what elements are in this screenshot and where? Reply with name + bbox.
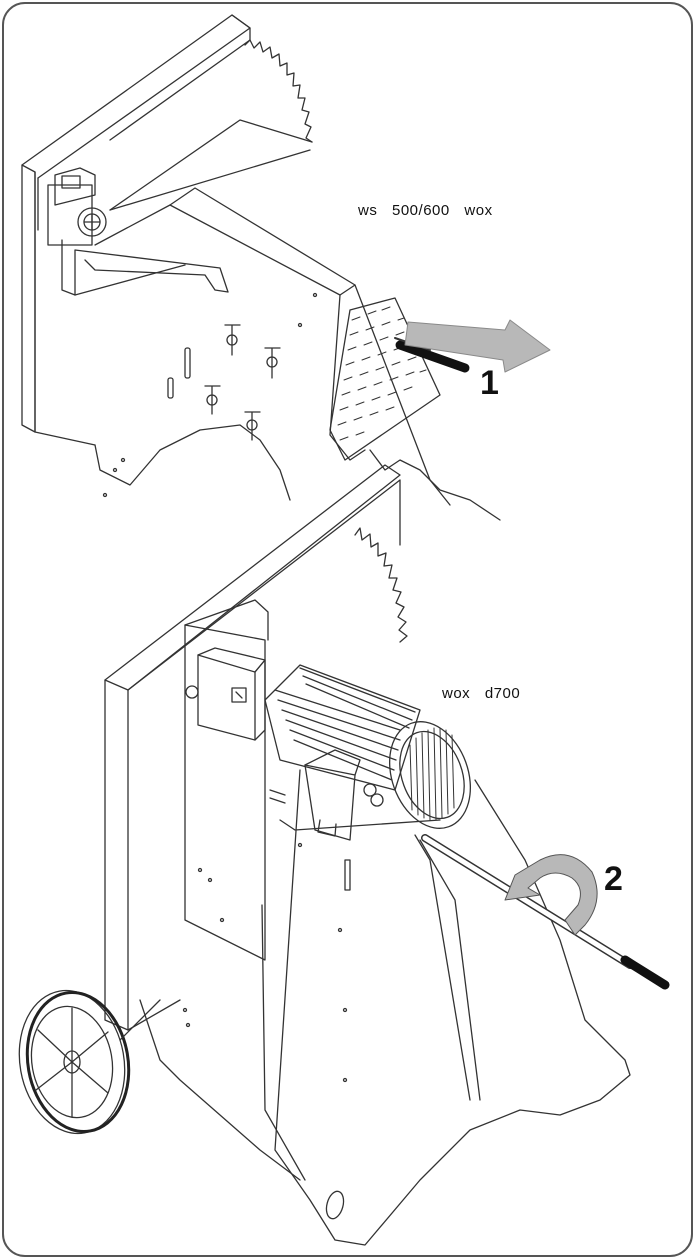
top-wing-bolts bbox=[204, 324, 281, 441]
step-1-number: 1 bbox=[480, 364, 499, 402]
step-2-number: 2 bbox=[604, 860, 623, 898]
rotate-arrow-icon bbox=[504, 854, 598, 936]
top-grille-slots bbox=[337, 306, 427, 441]
arrow-right-icon bbox=[404, 319, 551, 373]
motor-grille bbox=[409, 727, 455, 821]
bottom-saw-illustration bbox=[18, 464, 670, 1246]
top-handle bbox=[395, 340, 470, 373]
crank-grip bbox=[620, 955, 670, 990]
top-switch-box bbox=[47, 184, 93, 246]
motor bbox=[264, 664, 472, 841]
bottom-model-label: wox d700 bbox=[442, 685, 521, 702]
top-saw-illustration bbox=[21, 14, 551, 521]
top-saw-blade bbox=[244, 39, 313, 143]
bottom-saw-blade bbox=[354, 527, 408, 643]
top-model-label: ws 500/600 wox bbox=[358, 202, 493, 219]
wheel bbox=[18, 989, 161, 1135]
